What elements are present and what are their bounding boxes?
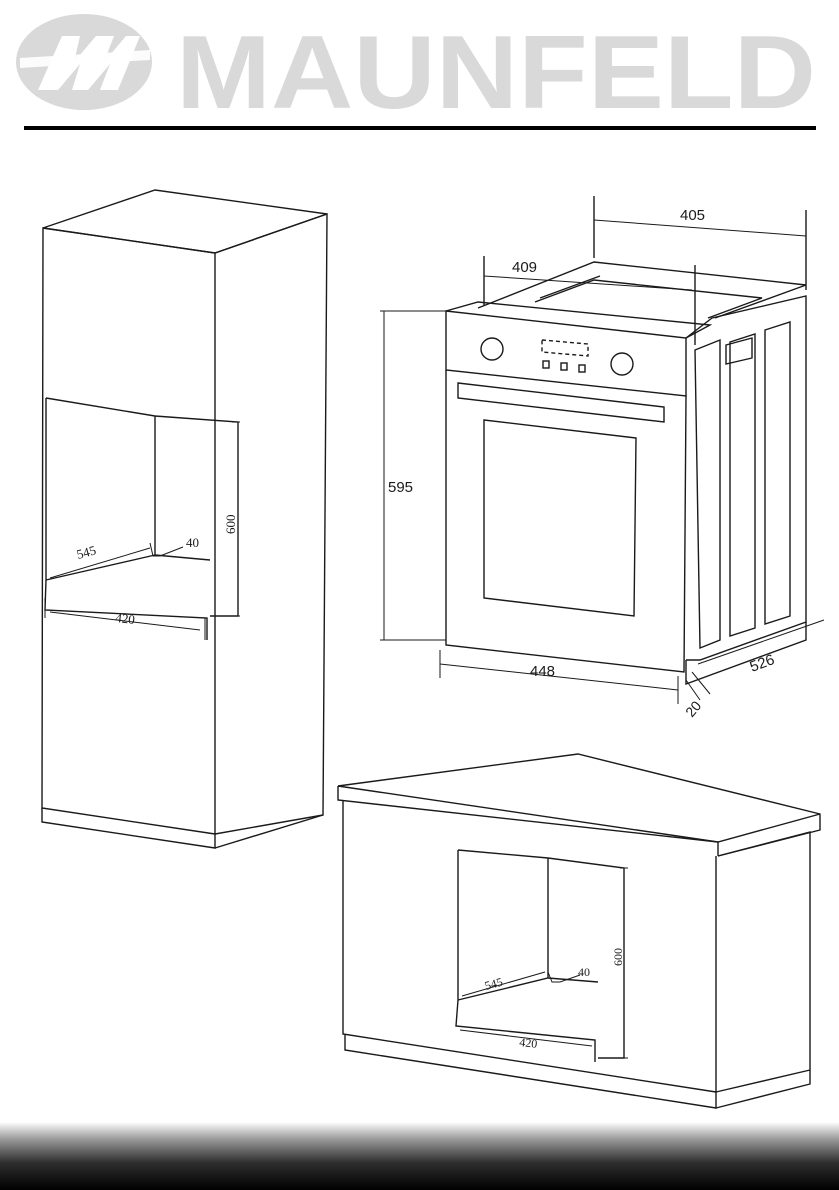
base-height-label: 600 [611,948,625,966]
brand-logo: MAUNFELD [16,14,816,125]
column-height-label: 600 [223,515,238,535]
column-depth-label: 545 [75,542,98,562]
oven-depth-label: 526 [748,651,777,676]
brand-name: MAUNFELD [176,15,816,125]
oven-height-label: 595 [388,479,413,496]
oven-top-width-label: 405 [680,207,705,224]
maunfeld-m-emblem-icon [16,14,152,110]
base-cabinet-drawing: 545 40 600 420 [337,753,821,1109]
oven-front-width-label: 448 [530,663,555,680]
base-depth-label: 545 [483,975,504,993]
column-cabinet-drawing: 545 40 600 420 [41,189,328,849]
header-divider [24,126,816,130]
column-gap-label: 40 [186,535,199,550]
page-header: MAUNFELD [0,0,839,140]
oven-drawing: 405 409 595 448 526 20 [380,196,825,720]
base-width-label: 420 [519,1035,538,1051]
oven-top-depth-label: 409 [512,259,537,276]
column-width-label: 420 [115,610,136,627]
base-gap-label: 40 [578,965,590,979]
oven-offset-label: 20 [682,698,704,720]
page-footer-band [0,1122,839,1190]
